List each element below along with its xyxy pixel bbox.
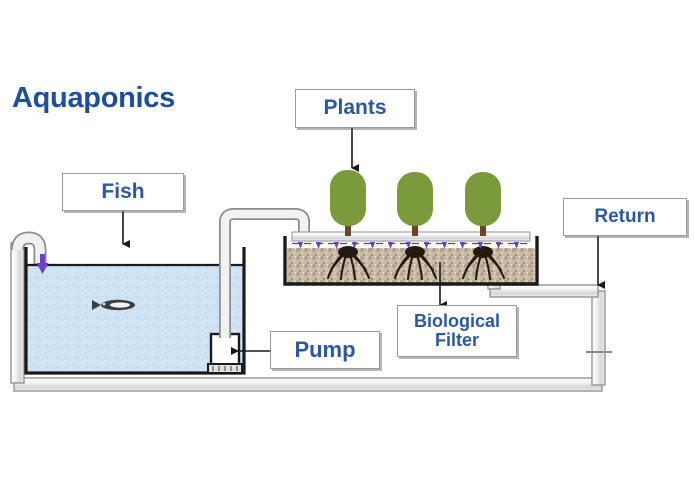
plants (330, 170, 501, 236)
drip-pipe (291, 231, 531, 245)
label-biological-filter-line1: Biological (413, 311, 500, 332)
return-pipe-inlet-elbow (11, 231, 47, 272)
plant-roots (326, 246, 506, 281)
return-pipe-right-drop (586, 290, 612, 386)
label-fish[interactable]: Fish (62, 173, 184, 211)
page-title: Aquaponics (12, 82, 175, 114)
return-pipe-bottom (13, 377, 603, 392)
label-return[interactable]: Return (563, 198, 687, 236)
drip-arrows (298, 242, 519, 249)
label-biological-filter-line2: Filter (434, 330, 479, 350)
delivery-pipe (219, 208, 310, 338)
return-pipe-left-riser (10, 242, 25, 384)
fish (92, 299, 135, 311)
fish-tank (24, 247, 246, 375)
plant-3 (465, 172, 501, 236)
plant-2 (397, 172, 433, 236)
label-plants[interactable]: Plants (295, 89, 415, 128)
pump-unit (207, 332, 243, 374)
label-biological-filter[interactable]: Biological Filter (397, 305, 517, 357)
plant-1 (330, 170, 366, 236)
label-pump[interactable]: Pump (270, 331, 380, 369)
tank-inlet-arrow (36, 254, 49, 274)
